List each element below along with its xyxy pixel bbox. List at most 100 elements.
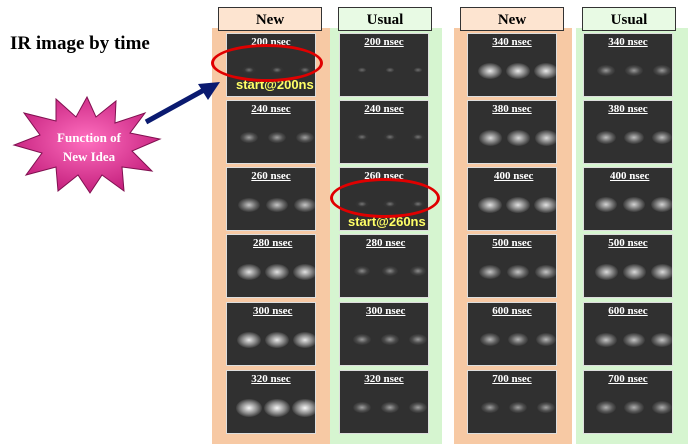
highlight-ellipse-usual (330, 178, 440, 218)
ir-frame: 320 nsec (226, 370, 316, 434)
frame-time-label: 200 nsec (364, 36, 404, 48)
ir-spot (507, 264, 529, 279)
ir-spot (265, 263, 289, 280)
ir-spot (238, 197, 260, 212)
column-header-usual-2: Usual (582, 7, 676, 31)
ir-spot (294, 197, 315, 212)
ir-spot (477, 62, 503, 80)
ir-frame: 320 nsec (339, 370, 429, 434)
ir-spot (354, 132, 370, 142)
frame-time-label: 340 nsec (608, 36, 648, 48)
ir-spot (408, 401, 428, 414)
function-label: Function of New Idea (34, 128, 144, 166)
ir-spot (237, 263, 261, 280)
ir-spot (380, 401, 400, 414)
ir-frame: 600 nsec (583, 302, 673, 366)
ir-frame: 700 nsec (467, 370, 557, 434)
ir-spot (623, 130, 645, 145)
ir-frame: 240 nsec (226, 100, 316, 164)
ir-spot (536, 401, 556, 414)
ir-frame: 300 nsec (339, 302, 429, 366)
function-label-line2: New Idea (62, 149, 116, 164)
ir-spot (595, 332, 617, 347)
frame-time-label: 400 nsec (610, 170, 650, 182)
ir-frame: 400 nsec (467, 167, 557, 231)
starburst-shape (12, 95, 162, 194)
frame-time-label: 280 nsec (366, 237, 406, 249)
ir-spot (480, 401, 500, 414)
frame-time-label: 700 nsec (492, 373, 532, 385)
ir-spot (383, 66, 397, 74)
ir-spot (505, 62, 531, 80)
ir-frame: 260 nsec (226, 167, 316, 231)
frame-time-label: 380 nsec (492, 103, 532, 115)
ir-spot (508, 333, 528, 346)
ir-frame: 200 nsec (339, 33, 429, 97)
ir-frame: 380 nsec (583, 100, 673, 164)
ir-spot (653, 64, 671, 76)
ir-spot (236, 331, 262, 349)
ir-spot (624, 401, 644, 414)
ir-spot (355, 66, 369, 74)
ir-spot (534, 130, 556, 146)
ir-spot (596, 401, 616, 414)
frame-time-label: 600 nsec (492, 305, 532, 317)
frame-time-label: 300 nsec (253, 305, 293, 317)
frame-time-label: 280 nsec (253, 237, 293, 249)
ir-frame: 500 nsec (583, 234, 673, 298)
ir-spot (409, 333, 427, 345)
frame-time-label: 300 nsec (366, 305, 406, 317)
ir-spot (264, 331, 290, 349)
column-header-usual-1: Usual (338, 7, 432, 31)
ir-frame: 600 nsec (467, 302, 557, 366)
ir-spot (652, 401, 672, 414)
ir-spot (295, 131, 315, 144)
ir-spot (534, 196, 556, 213)
ir-frame: 500 nsec (467, 234, 557, 298)
ir-spot (506, 130, 530, 146)
frame-time-label: 340 nsec (492, 36, 532, 48)
ir-spot (381, 333, 399, 345)
ir-frame: 340 nsec (583, 33, 673, 97)
ir-spot (506, 196, 530, 213)
ir-spot (478, 196, 502, 213)
ir-spot (410, 132, 426, 142)
ir-frame: 280 nsec (339, 234, 429, 298)
ir-spot (625, 64, 643, 76)
ir-spot (239, 131, 259, 144)
frame-time-label: 240 nsec (364, 103, 404, 115)
function-label-line1: Function of (57, 130, 121, 145)
frame-time-label: 400 nsec (494, 170, 534, 182)
ir-spot (594, 264, 618, 280)
frame-time-label: 320 nsec (364, 373, 404, 385)
column-header-new-1: New (218, 7, 322, 31)
frame-time-label: 500 nsec (492, 237, 532, 249)
frame-time-label: 320 nsec (251, 373, 291, 385)
ir-spot (623, 332, 645, 347)
ir-frame: 240 nsec (339, 100, 429, 164)
ir-spot (651, 130, 672, 145)
ir-spot (594, 197, 618, 213)
highlight-ellipse-new (211, 44, 323, 82)
ir-spot (597, 64, 615, 76)
ir-spot (535, 264, 556, 279)
ir-spot (236, 399, 262, 417)
ir-spot (293, 263, 315, 280)
ir-spot (622, 197, 646, 213)
ir-spot (479, 264, 501, 279)
ir-spot (651, 332, 672, 347)
ir-spot (480, 333, 500, 346)
ir-spot (595, 130, 617, 145)
column-header-new-2: New (460, 7, 564, 31)
arrow-icon (144, 82, 220, 125)
ir-spot (650, 197, 672, 213)
ir-spot (381, 266, 399, 277)
page-title: IR image by time (10, 33, 150, 54)
ir-frame: 400 nsec (583, 167, 673, 231)
frame-time-label: 240 nsec (251, 103, 291, 115)
ir-spot (264, 399, 290, 417)
ir-frame: 340 nsec (467, 33, 557, 97)
frame-time-label: 600 nsec (608, 305, 648, 317)
ir-frame: 300 nsec (226, 302, 316, 366)
ir-frame: 280 nsec (226, 234, 316, 298)
